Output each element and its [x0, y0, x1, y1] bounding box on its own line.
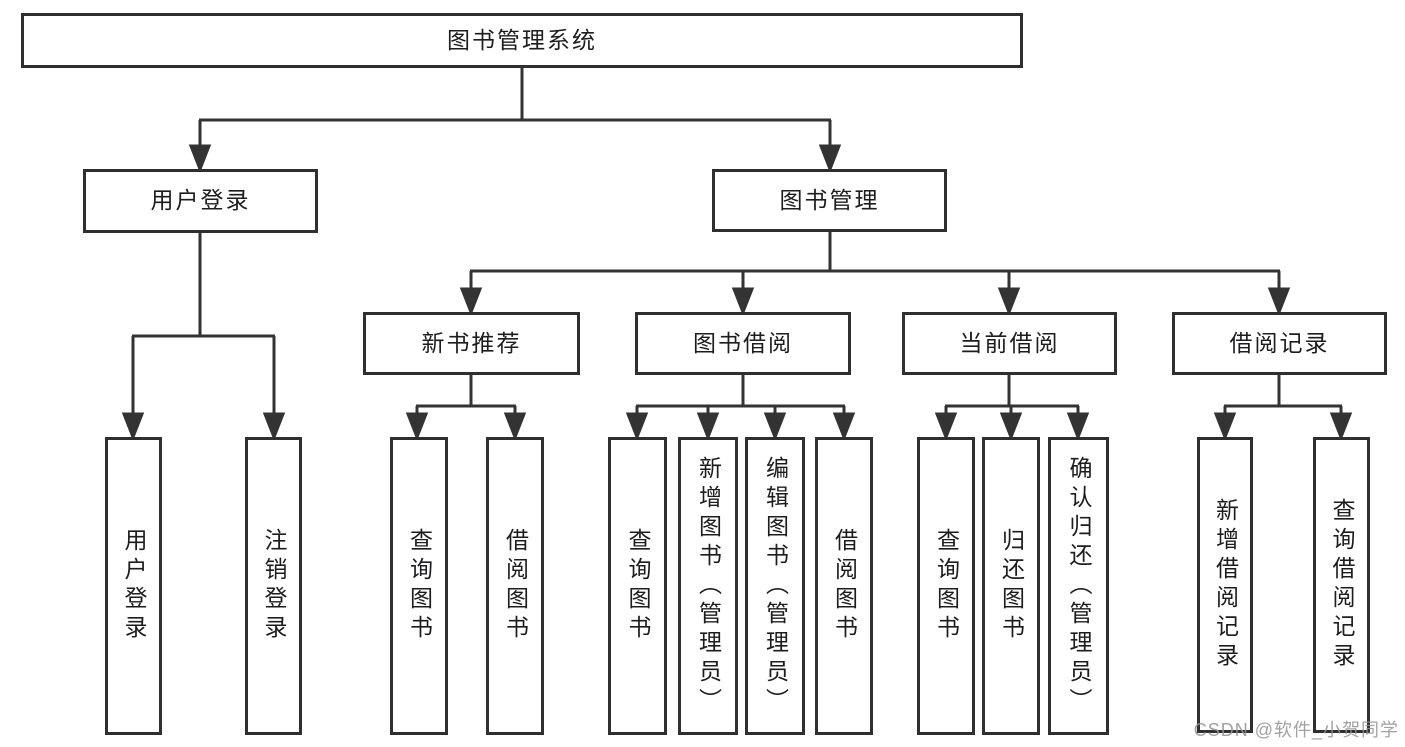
node-book-borrowing: 图书借阅 [635, 312, 851, 375]
arrowhead [763, 412, 787, 442]
leaf-borrow-borrow-book: 借阅图书 [815, 437, 873, 735]
leaf-recommend-borrow-book: 借阅图书 [486, 437, 544, 735]
csdn-watermark: CSDN @软件_小贺同学 [1193, 720, 1399, 740]
arrowhead [999, 412, 1023, 442]
arrowhead [1213, 412, 1237, 442]
arrowhead [405, 412, 429, 442]
arrowhead [1329, 412, 1353, 442]
connector-user-login [121, 233, 286, 442]
leaf-user-login: 用户登录 [105, 437, 162, 735]
arrowhead [503, 412, 527, 442]
arrowhead [459, 287, 483, 317]
arrowhead [997, 287, 1021, 317]
node-library-system: 图书管理系统 [21, 13, 1023, 68]
arrowhead [818, 144, 842, 174]
arrowhead [731, 287, 755, 317]
arrowhead [188, 144, 212, 174]
leaf-borrow-query-book: 查询图书 [608, 437, 667, 735]
node-new-book-recommend: 新书推荐 [363, 312, 580, 375]
leaf-logout: 注销登录 [245, 437, 302, 735]
leaf-current-confirm-return-admin: 确认归还（管理员） [1048, 437, 1109, 735]
leaf-borrow-add-book-admin: 新增图书（管理员） [678, 437, 738, 735]
arrowhead [934, 412, 958, 442]
arrowhead [832, 412, 856, 442]
connector-root [188, 68, 842, 174]
leaf-current-return-book: 归还图书 [982, 437, 1040, 735]
connector-borrow-records [1213, 375, 1353, 442]
arrowhead [1267, 287, 1291, 317]
leaf-records-query-record: 查询借阅记录 [1313, 437, 1370, 733]
arrowhead [1066, 412, 1090, 442]
arrowhead [262, 412, 286, 442]
arrowhead [696, 412, 720, 442]
node-borrow-records: 借阅记录 [1172, 312, 1387, 375]
leaf-borrow-edit-book-admin: 编辑图书（管理员） [745, 437, 805, 735]
connector-book-borrowing [625, 375, 856, 442]
node-user-login: 用户登录 [83, 169, 318, 233]
arrowhead [121, 412, 145, 442]
leaf-records-add-record: 新增借阅记录 [1197, 437, 1253, 733]
node-current-borrowing: 当前借阅 [902, 312, 1117, 375]
node-book-management: 图书管理 [712, 169, 947, 232]
leaf-recommend-query-book: 查询图书 [390, 437, 448, 735]
leaf-current-query-book: 查询图书 [917, 437, 975, 735]
connector-book-management [459, 232, 1291, 317]
connector-current-borrowing [934, 375, 1090, 442]
arrowhead [625, 412, 649, 442]
connector-new-book-recommend [405, 375, 527, 442]
